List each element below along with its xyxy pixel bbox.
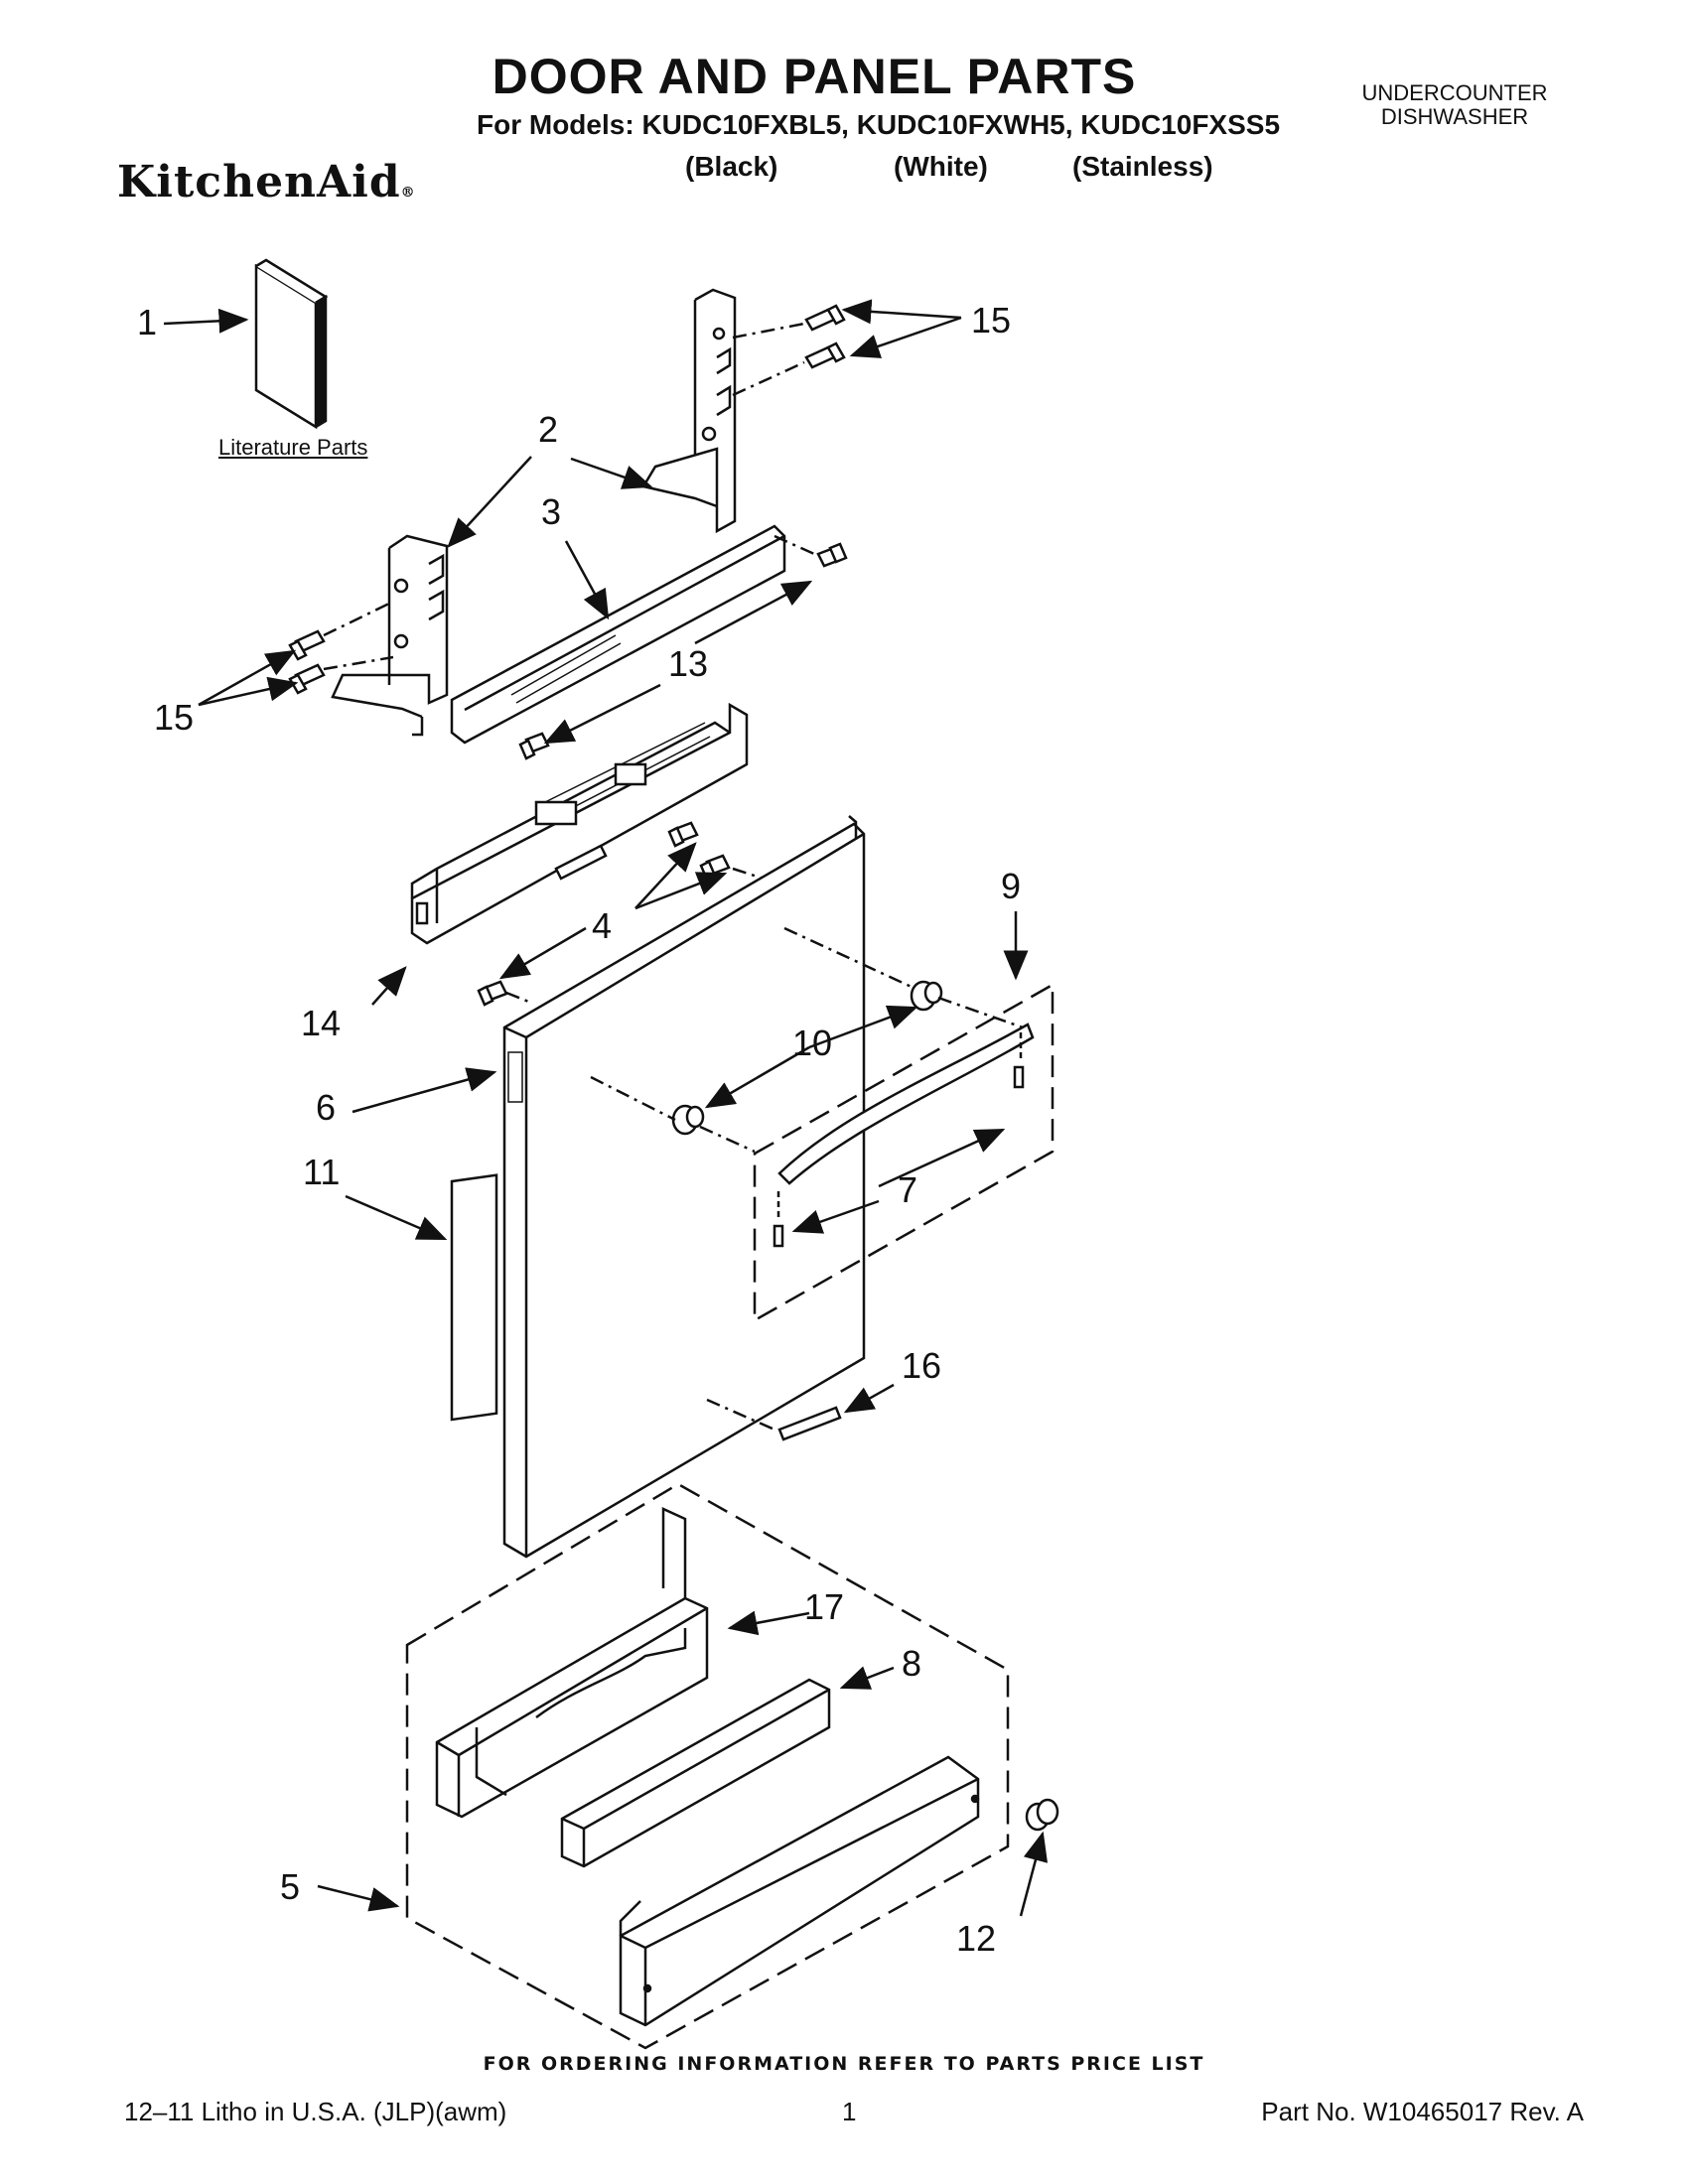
variant-stainless: (Stainless) (1072, 151, 1213, 182)
brand-registered-mark: ® (400, 185, 416, 201)
door-insulation (450, 1173, 498, 1422)
callout-11: 11 (303, 1152, 341, 1192)
brand-name: KitchenAid (117, 157, 401, 207)
ordering-note: FOR ORDERING INFORMATION REFER TO PARTS … (483, 2053, 1205, 2075)
literature-booklet (254, 258, 329, 430)
callout-16: 16 (902, 1345, 942, 1386)
callout-2: 2 (538, 409, 559, 450)
toe-panel (619, 1755, 980, 2027)
part-number: Part No. W10465017 Rev. A (1261, 2097, 1584, 2126)
packing-foam (435, 1507, 709, 1819)
appliance-line-2: DISHWASHER (1380, 104, 1529, 129)
handle-group-outline (753, 982, 1055, 1323)
callout-3: 3 (541, 491, 562, 532)
models-line: For Models: KUDC10FXBL5, KUDC10FXWH5, KU… (477, 109, 1281, 140)
literature-parts-label: Literature Parts (218, 435, 368, 460)
callout-15-lower: 15 (154, 697, 195, 738)
handle-screw-left (773, 1224, 784, 1248)
variant-white: (White) (894, 151, 988, 182)
control-module (410, 702, 749, 945)
callout-7: 7 (898, 1169, 918, 1210)
page-number: 1 (842, 2097, 857, 2126)
handle-mount (671, 980, 943, 1136)
callout-15-upper: 15 (971, 300, 1012, 341)
page-title: DOOR AND PANEL PARTS (492, 49, 1137, 104)
brand-logo: KitchenAid® (117, 157, 416, 207)
callout-8: 8 (902, 1643, 922, 1684)
foam-strip (560, 1678, 831, 1868)
control-panel-shield (450, 524, 786, 745)
left-door-bracket (331, 534, 449, 737)
callout-5: 5 (280, 1866, 301, 1907)
callout-1: 1 (137, 302, 158, 342)
callout-4: 4 (592, 905, 613, 946)
callout-12: 12 (956, 1918, 997, 1959)
callout-17: 17 (804, 1586, 845, 1627)
outer-door-panel (502, 815, 866, 1559)
right-door-bracket (641, 288, 737, 534)
screw-15-upper (804, 304, 846, 369)
toe-panel-group-outline (405, 1482, 1010, 2050)
callout-14: 14 (301, 1003, 342, 1043)
callout-10: 10 (792, 1023, 833, 1063)
appliance-type: UNDERCOUNTER DISHWASHER (1345, 81, 1564, 129)
screw-13 (518, 542, 848, 760)
appliance-line-1: UNDERCOUNTER (1361, 80, 1548, 105)
callout-9: 9 (1001, 866, 1022, 906)
door-handle (777, 1023, 1035, 1185)
variant-black: (Black) (685, 151, 778, 182)
brand-badge (777, 1406, 842, 1441)
toe-panel-screw (1025, 1798, 1059, 1832)
callout-13: 13 (668, 643, 709, 684)
litho-info: 12–11 Litho in U.S.A. (JLP)(awm) (124, 2097, 507, 2126)
handle-screw-right (1013, 1065, 1025, 1089)
callout-6: 6 (316, 1087, 337, 1128)
